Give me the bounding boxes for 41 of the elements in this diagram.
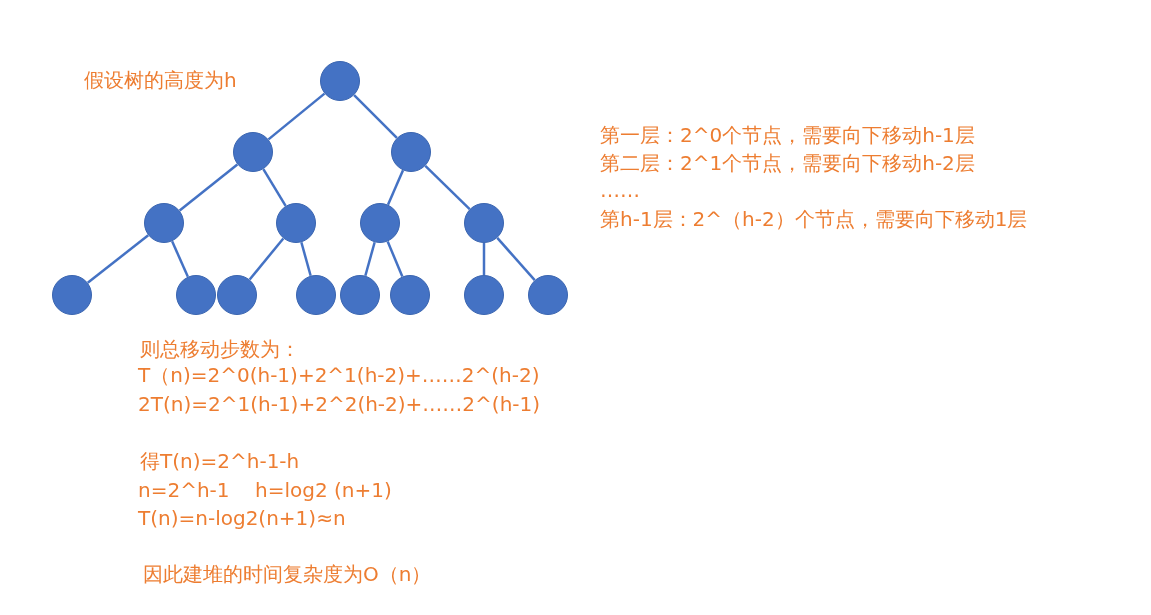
tree-edge: [262, 168, 287, 207]
tree-node-circle: [52, 275, 92, 315]
tree-edge: [353, 94, 398, 139]
tree-node-circle: [340, 275, 380, 315]
level-note: 第h-1层：2^（h-2）个节点，需要向下移动1层: [600, 207, 1028, 231]
conclusion-text: 因此建堆的时间复杂度为O（n）: [143, 562, 432, 586]
tree-edge: [496, 237, 536, 281]
level-note: 第一层：2^0个节点，需要向下移动h-1层: [600, 123, 975, 147]
tree-node-circle: [528, 275, 568, 315]
tree-node-circle: [464, 275, 504, 315]
tree-edge: [87, 234, 149, 284]
formula-line: T(n)=n-log2(n+1)≈n: [138, 506, 346, 530]
tree-node-circle: [391, 132, 431, 172]
tree-node-circle: [360, 203, 400, 243]
formula-line: T（n)=2^0(h-1)+2^1(h-2)+……2^(h-2): [138, 363, 540, 387]
formula-line: 2T(n)=2^1(h-1)+2^2(h-2)+……2^(h-1): [138, 392, 541, 416]
tree-node-circle: [296, 275, 336, 315]
formula-line: 得T(n)=2^h-1-h: [140, 449, 300, 473]
heading-text: 假设树的高度为h: [84, 68, 237, 92]
tree-edge: [248, 237, 285, 281]
tree-node-circle: [176, 275, 216, 315]
tree-edge: [386, 169, 405, 206]
tree-node-circle: [390, 275, 430, 315]
tree-edge: [170, 240, 190, 278]
tree-edge: [386, 240, 404, 278]
tree-node-circle: [144, 203, 184, 243]
tree-edge: [300, 241, 312, 277]
tree-edge: [364, 241, 376, 277]
tree-node-circle: [217, 275, 257, 315]
tree-node-circle: [233, 132, 273, 172]
tree-node-circle: [320, 61, 360, 101]
tree-edge: [267, 92, 326, 141]
text-line: 则总移动步数为：: [140, 337, 300, 361]
tree-edge: [178, 163, 239, 212]
formula-line: n=2^h-1 h=log2 (n+1): [138, 478, 392, 502]
tree-edge: [424, 165, 471, 210]
tree-edge: [482, 243, 486, 275]
level-note: 第二层：2^1个节点，需要向下移动h-2层: [600, 151, 975, 175]
tree-node-circle: [276, 203, 316, 243]
ellipsis: ……: [600, 178, 640, 202]
tree-node-circle: [464, 203, 504, 243]
